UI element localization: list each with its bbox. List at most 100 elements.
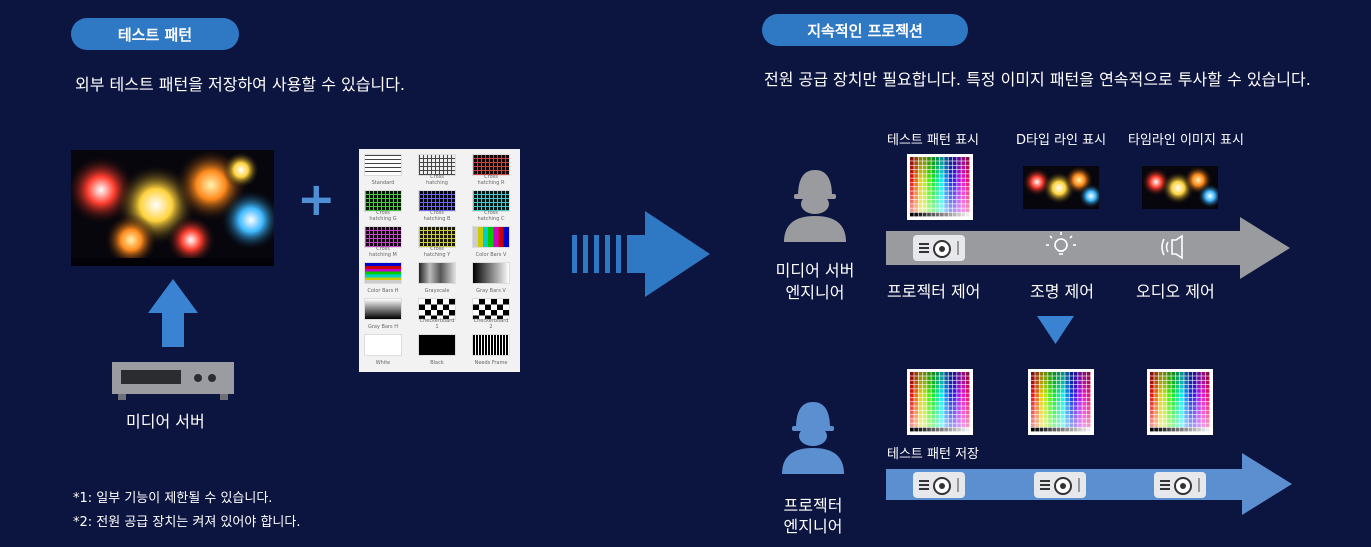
- color-swatch: [1069, 419, 1074, 423]
- color-swatch: [922, 384, 927, 389]
- color-swatch: [1073, 393, 1078, 398]
- color-swatch: [922, 157, 927, 161]
- color-swatch: [965, 174, 970, 178]
- color-swatch: [1069, 402, 1074, 406]
- color-swatch: [965, 191, 970, 195]
- color-swatch: [957, 161, 961, 165]
- color-swatch: [1167, 427, 1171, 432]
- color-swatch: [1073, 406, 1078, 410]
- color-swatch: [1150, 384, 1154, 389]
- color-swatch: [1052, 427, 1057, 432]
- color-swatch: [1162, 384, 1167, 389]
- color-swatch: [1048, 419, 1052, 423]
- pattern-label: Color Bars V: [475, 252, 507, 258]
- color-swatch: [952, 393, 957, 398]
- color-swatch: [914, 208, 918, 213]
- pattern-label: Standard: [371, 180, 395, 186]
- color-swatch: [1171, 414, 1176, 419]
- color-swatch: [1056, 380, 1061, 385]
- color-swatch: [1061, 410, 1065, 415]
- color-swatch: [1188, 427, 1193, 432]
- color-swatch: [935, 372, 940, 376]
- color-swatch: [965, 410, 970, 415]
- color-swatch: [961, 191, 966, 195]
- pattern-label: Cross hatching C: [477, 210, 505, 222]
- color-swatch: [944, 393, 948, 398]
- color-swatch: [1158, 406, 1163, 410]
- color-swatch: [940, 419, 944, 423]
- color-swatch: [944, 178, 948, 183]
- color-swatch: [1167, 384, 1171, 389]
- color-swatch: [1201, 397, 1206, 402]
- color-swatch: [948, 187, 953, 191]
- color-swatch: [957, 187, 961, 191]
- color-swatch: [1043, 384, 1048, 389]
- color-swatch: [922, 165, 927, 170]
- color-swatch: [957, 208, 961, 213]
- color-swatch: [940, 208, 944, 213]
- color-swatch: [957, 174, 961, 178]
- color-swatch: [961, 376, 966, 380]
- color-swatch: [927, 165, 931, 170]
- color-swatch: [931, 187, 936, 191]
- color-swatch: [1039, 402, 1044, 406]
- color-swatch: [1082, 380, 1087, 385]
- color-swatch: [1056, 410, 1061, 415]
- color-swatch: [940, 204, 944, 208]
- color-swatch: [1197, 393, 1201, 398]
- color-swatch: [1192, 393, 1197, 398]
- pattern-label: Cross hatching M: [369, 246, 397, 258]
- color-swatch: [952, 195, 957, 200]
- color-swatch: [1078, 423, 1082, 428]
- color-swatch: [1192, 372, 1197, 376]
- color-swatch: [1154, 414, 1158, 419]
- color-swatch: [1078, 427, 1082, 432]
- color-swatch: [918, 187, 923, 191]
- color-swatch: [1188, 406, 1193, 410]
- color-swatch: [1180, 423, 1184, 428]
- color-swatch: [952, 410, 957, 415]
- color-swatch: [910, 187, 914, 191]
- color-swatch: [1158, 389, 1163, 393]
- note-2: *2: 전원 공급 장치는 켜져 있어야 합니다.: [73, 515, 301, 530]
- lighting-control-label: 조명 제어: [1030, 282, 1094, 301]
- color-swatch: [914, 161, 918, 165]
- color-swatch: [1171, 397, 1176, 402]
- color-swatch: [922, 199, 927, 204]
- color-swatch: [1188, 389, 1193, 393]
- color-swatch: [927, 178, 931, 183]
- color-swatch: [931, 414, 936, 419]
- plus-symbol: +: [297, 172, 336, 226]
- color-swatch: [1031, 427, 1035, 432]
- color-swatch: [965, 419, 970, 423]
- color-swatch: [1158, 372, 1163, 376]
- color-swatch: [1158, 376, 1163, 380]
- color-swatch: [940, 380, 944, 385]
- color-swatch: [1061, 419, 1065, 423]
- color-swatch: [957, 199, 961, 204]
- color-swatch: [927, 397, 931, 402]
- color-swatch: [1167, 397, 1171, 402]
- color-swatch: [1201, 372, 1206, 376]
- color-swatch: [944, 199, 948, 204]
- color-swatch: [914, 402, 918, 406]
- color-swatch: [1188, 393, 1193, 398]
- color-swatch: [927, 427, 931, 432]
- color-swatch: [1082, 402, 1087, 406]
- light-bulb-icon: [1046, 232, 1076, 255]
- color-swatch: [1056, 389, 1061, 393]
- color-swatch: [1073, 414, 1078, 419]
- color-swatch: [1167, 372, 1171, 376]
- projector-icon: [1154, 472, 1206, 498]
- color-swatch: [931, 372, 936, 376]
- color-swatch: [1158, 419, 1163, 423]
- color-swatch: [914, 169, 918, 174]
- color-swatch: [910, 427, 914, 432]
- color-swatch: [944, 414, 948, 419]
- color-swatch: [1171, 393, 1176, 398]
- color-swatch: [957, 423, 961, 428]
- color-swatch: [1171, 419, 1176, 423]
- color-swatch: [1192, 397, 1197, 402]
- color-swatch: [1150, 402, 1154, 406]
- color-swatch: [944, 212, 948, 217]
